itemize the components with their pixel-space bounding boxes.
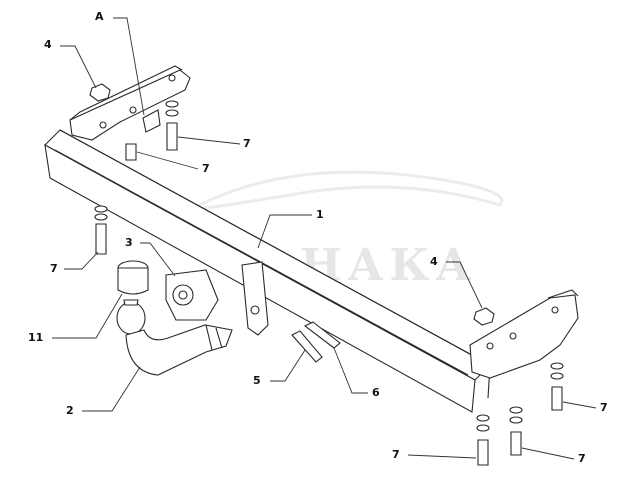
- callout-7-left: 7: [50, 262, 58, 275]
- tow-ball: [116, 260, 149, 335]
- leader-7-top-b: [136, 151, 199, 170]
- callout-5: 5: [253, 374, 261, 387]
- mount-plate: [165, 261, 269, 336]
- leader-5: [270, 349, 306, 382]
- callout-7-bottom-b: 7: [578, 452, 586, 465]
- left-bracket: [69, 65, 191, 141]
- callout-a: A: [95, 10, 104, 23]
- callout-2: 2: [66, 404, 74, 417]
- leader-6: [333, 347, 368, 394]
- leader-a: [113, 17, 145, 116]
- leader-7-right: [562, 401, 597, 409]
- callout-7-bottom-a: 7: [392, 448, 400, 461]
- callout-4-right: 4: [430, 255, 438, 268]
- callout-7-right: 7: [600, 401, 608, 414]
- callout-7-top-b: 7: [202, 162, 210, 175]
- leader-4-top: [60, 45, 97, 89]
- callout-6: 6: [372, 386, 380, 399]
- callout-4-top: 4: [44, 38, 52, 51]
- callout-1: 1: [316, 208, 324, 221]
- callout-3: 3: [125, 236, 133, 249]
- tow-neck: [125, 324, 233, 376]
- callout-11: 11: [28, 331, 43, 344]
- leader-7-top-a: [177, 136, 241, 145]
- right-bracket: [469, 289, 579, 379]
- leader-11: [52, 293, 123, 339]
- leader-4-right: [446, 261, 483, 309]
- pins: [291, 321, 341, 363]
- leader-2: [82, 366, 141, 412]
- callout-7-top-a: 7: [243, 137, 251, 150]
- bolts: [94, 100, 564, 466]
- leader-1: [257, 214, 312, 249]
- leader-7-bottom-a: [407, 454, 477, 459]
- leader-7-left: [64, 251, 99, 270]
- leader-7-bottom-b: [521, 447, 575, 460]
- nuts: [89, 83, 495, 326]
- leader-3: [140, 242, 176, 277]
